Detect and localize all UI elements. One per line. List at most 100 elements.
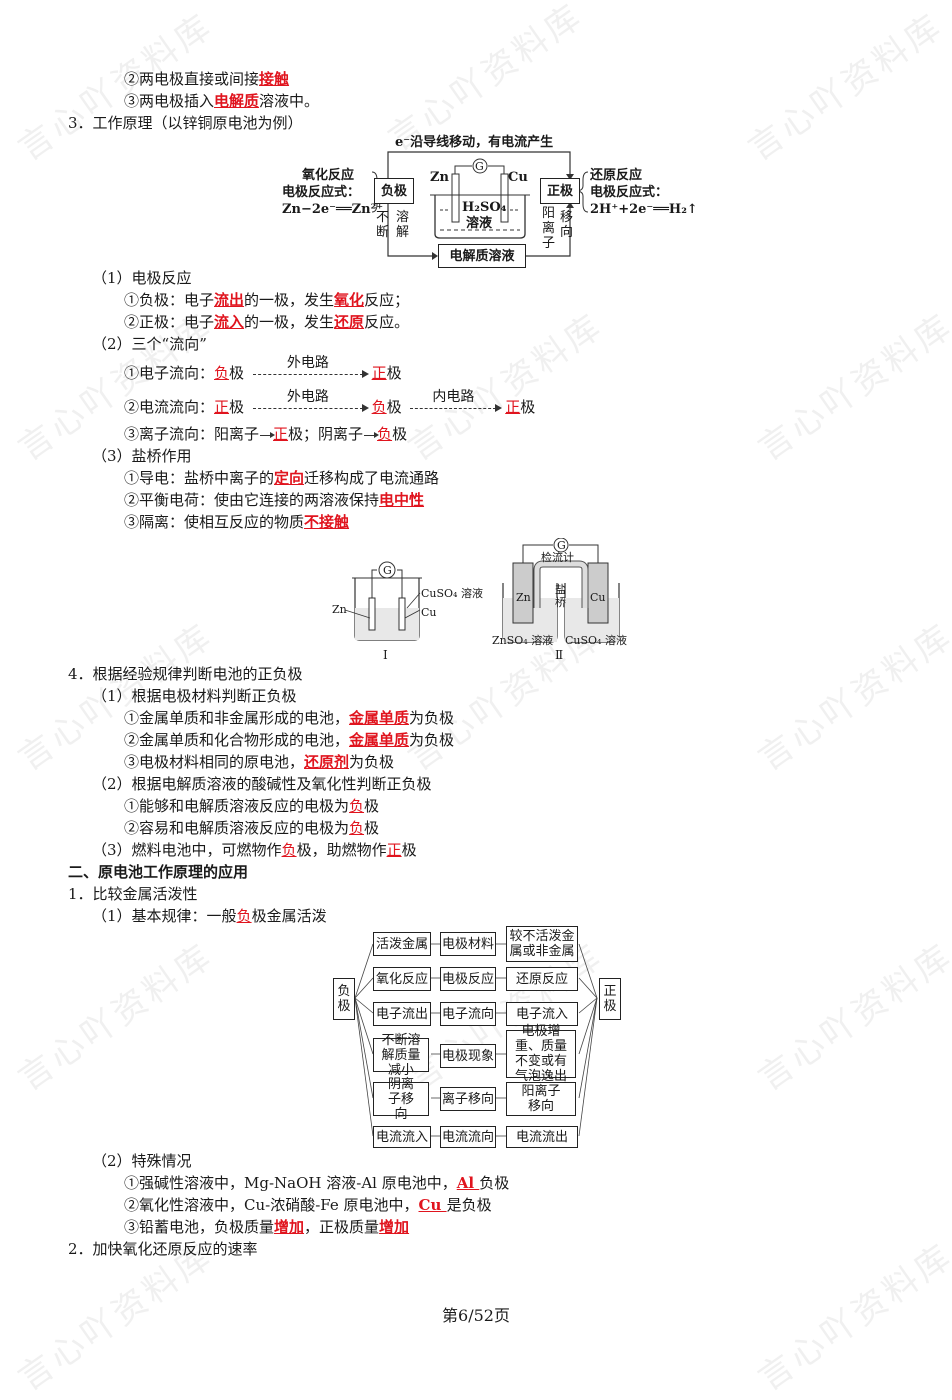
cathode-equation: 2H⁺+2e⁻══H₂↑ [590,202,698,217]
chart-cell: 阴离子移向 [373,1077,429,1122]
diagram-top-label: e⁻沿导线移动，有电流产生 [395,135,554,150]
chart-cell: 较不活泼金属或非金属 [506,926,578,962]
rule-item: （3）燃料电池中，可燃物作负极，助燃物作正极 [92,841,417,859]
chart-cell: 电极现象 [440,1044,496,1068]
dashed-arrow: 外电路 [252,389,369,412]
chart-cell: 电流流向 [440,1126,496,1148]
subsection-heading: （2）特殊情况 [92,1152,192,1170]
watermark: 言心吖资料库 [741,5,951,170]
answer-blank: 电解质 [214,92,260,110]
salt-bridge-item: ③隔离：使相互反应的物质不接触 [124,513,350,531]
rule-item: ②容易和电解质溶液反应的电极为负极 [124,819,380,837]
electrode-comparison-chart: 负极 正极 活泼金属 电极材料 较不活泼金属或非金属 氧化反应 电极反应 还原反… [330,926,622,1148]
condition-item: ③两电极插入电解质溶液中。 [124,92,320,110]
subsection-heading: （2）三个“流向” [92,335,207,353]
electrolyte-box: 电解质溶液 [438,244,526,268]
section-heading: 1．比较金属活泼性 [68,885,198,903]
negative-electrode-box: 负极 [374,178,414,204]
positive-node: 正极 [599,978,621,1020]
zn-label: Zn [332,603,347,616]
answer-blank: 接触 [259,70,290,88]
figure-lines [344,538,620,643]
page-number: 第6/52页 [442,1306,510,1325]
special-item: ②氧化性溶液中，Cu-浓硝酸-Fe 原电池中，Cu 是负极 [124,1196,492,1214]
zn-label: Zn [430,170,449,185]
subsection-heading: （2）根据电解质溶液的酸碱性及氧化性判断正负极 [92,775,432,793]
dashed-arrow: 外电路 [252,355,369,378]
galvanometer-label: G [557,539,566,552]
chart-cell: 电子流向 [440,1002,496,1026]
current-flow: ②电流流向：正极 外电路 负极 内电路 正极 [124,388,536,417]
chart-cell: 活泼金属 [373,932,431,956]
chart-cell: 氧化反应 [373,967,431,991]
reaction-item: ②正极：电子流入的一极，发生还原反应。 [124,313,410,331]
anode-equation: Zn−2e⁻══Zn²⁺ [282,202,384,217]
arrow-icon [260,431,276,438]
diagram-lines [371,151,589,260]
rule-item: ①金属单质和非金属形成的电池，金属单质为负极 [124,709,455,727]
part-heading: 二、原电池工作原理的应用 [68,863,249,881]
solution-label-2: 溶液 [466,216,493,231]
chart-cell: 电流流入 [373,1126,431,1148]
zn-cu-cell-diagram: e⁻沿导线移动，有电流产生 G Zn Cu H₂SO₄ 溶液 氧化反应 电极反应… [280,130,698,270]
salt-bridge-item: ①导电：盐桥中离子的定向迁移构成了电流通路 [124,469,440,487]
special-item: ③铅蓄电池，负极质量增加，正极质量增加 [124,1218,410,1236]
chart-cell: 还原反应 [506,967,578,991]
basic-rule: （1）基本规律：一般负极金属活泼 [92,907,327,925]
ion-flow: ③离子流向：阳离子正极；阴离子负极 [124,425,408,443]
watermark: 言心吖资料库 [751,935,952,1100]
cuso4-label: CuSO₄ 溶液 [421,587,483,600]
subsection-heading: （3）盐桥作用 [92,447,192,465]
rule-item: ①能够和电解质溶液反应的电极为负极 [124,797,380,815]
continuous-label: 不断 [376,210,390,240]
dashed-arrow: 内电路 [410,389,503,412]
rule-item: ②金属单质和化合物形成的电池，金属单质为负极 [124,731,455,749]
arrow-icon [364,431,380,438]
figure-caption: Ⅱ [555,648,564,662]
cell-figures: G Zn CuSO₄ 溶液 Cu Ⅰ G 检流计 盐 桥 Zn Cu ZnSO₄… [325,538,635,663]
positive-electrode-box: 正极 [540,178,580,204]
meter-label: 检流计 [541,551,574,564]
chart-cell: 电子流入 [506,1002,578,1026]
oxidation-label: 氧化反应 [302,168,355,183]
subsection-heading: （1）电极反应 [92,269,192,287]
chart-cell: 电极反应 [440,967,496,991]
chart-cell: 电流流出 [506,1126,578,1148]
galvanometer-label: G [383,564,392,577]
cu-label: Cu [590,591,606,604]
galvanometer-label: G [475,160,484,173]
move-to-label: 移向 [560,210,574,240]
salt-bridge-label-2: 桥 [555,596,566,609]
chart-cell: 电子流出 [373,1002,431,1026]
rule-item: ③电极材料相同的原电池，还原剂为负极 [124,753,395,771]
right-eq-label: 电极反应式： [590,185,669,200]
salt-bridge-label: 盐 [555,583,566,596]
left-eq-label: 电极反应式： [282,185,361,200]
watermark: 言心吖资料库 [401,305,611,470]
section-heading: 3．工作原理（以锌铜原电池为例） [68,114,303,132]
condition-item: ②两电极直接或间接接触 [124,70,290,88]
cu-label: Cu [508,170,528,185]
section-heading: 4．根据经验规律判断电池的正负极 [68,665,303,683]
electron-flow: ①电子流向：负极 外电路 正极 [124,354,402,383]
zn-label: Zn [516,591,531,604]
negative-node: 负极 [333,978,355,1020]
chart-cell: 离子移向 [440,1087,496,1111]
znso4-label: ZnSO₄ 溶液 [492,634,554,647]
reaction-item: ①负极：电子流出的一极，发生氧化反应； [124,291,410,309]
chart-cell: 电极材料 [440,932,496,956]
chart-cell: 不断溶解质量减小 [373,1033,429,1078]
reduction-label: 还原反应 [590,168,643,183]
section-heading: 2．加快氧化还原反应的速率 [68,1240,258,1258]
special-item: ①强碱性溶液中，Mg-NaOH 溶液-Al 原电池中，Al 负极 [124,1174,510,1192]
watermark: 言心吖资料库 [11,935,221,1100]
chart-cell: 阳离子移向 [506,1082,576,1116]
chart-cell: 电极增重、质量不变或有气泡逸出 [506,1024,576,1084]
salt-bridge-item: ②平衡电荷：使由它连接的两溶液保持电中性 [124,491,425,509]
subsection-heading: （1）根据电极材料判断正负极 [92,687,297,705]
chart-lines [354,943,598,1137]
cation-label: 阳离子 [542,206,556,251]
cu-label: Cu [421,606,437,619]
dissolve-label: 溶解 [396,210,410,240]
figure-caption: Ⅰ [383,648,388,662]
